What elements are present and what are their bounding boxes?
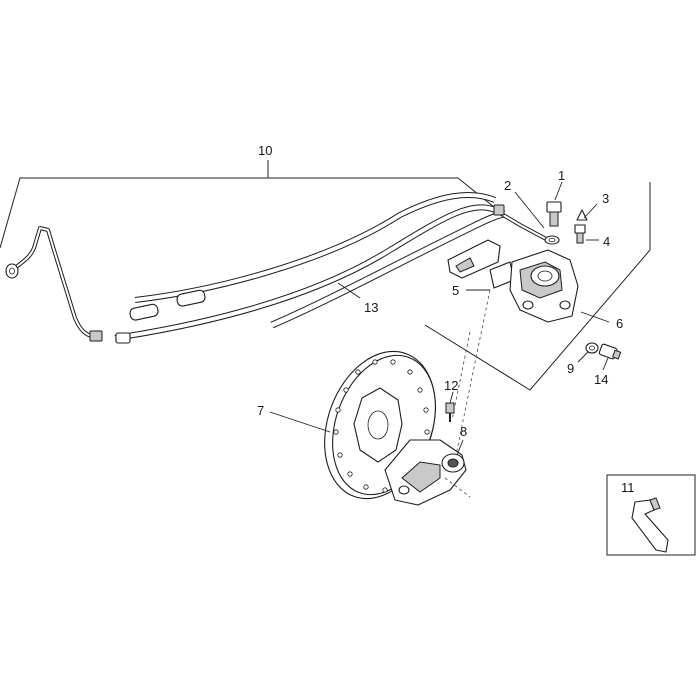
brake-caliper-part-6 <box>509 249 579 323</box>
callout-14: 14 <box>594 372 608 387</box>
callout-3: 3 <box>602 191 609 206</box>
washer-part-2 <box>544 235 560 245</box>
alignment-lines <box>444 289 491 498</box>
callout-11: 11 <box>621 480 635 495</box>
callout-12: 12 <box>444 378 458 393</box>
washer-part-9 <box>585 342 599 354</box>
disc-screw-part-12 <box>445 402 455 422</box>
hose-sleeve-b <box>176 289 206 307</box>
callout-6: 6 <box>616 316 623 331</box>
brake-pipe-part-10 <box>5 226 103 342</box>
callout-7: 7 <box>257 403 264 418</box>
banjo-bolt-part-1 <box>546 201 562 227</box>
callout-13: 13 <box>364 300 378 315</box>
bleed-cap-part-3 <box>576 209 588 221</box>
hose-ferrule-left <box>115 332 131 344</box>
bleed-valve-part-4 <box>574 224 586 244</box>
brake-pads-part-5 <box>447 239 515 289</box>
callout-5: 5 <box>452 283 459 298</box>
callout-labels: 1 2 3 4 5 6 7 8 9 10 11 12 13 14 <box>257 143 635 495</box>
callout-1: 1 <box>558 168 565 183</box>
callout-10: 10 <box>258 143 272 158</box>
callout-4: 4 <box>603 234 610 249</box>
bolt-part-14 <box>598 343 622 360</box>
callout-8: 8 <box>460 424 467 439</box>
caliper-bracket-part-8 <box>384 439 467 506</box>
brake-hose-part-13 <box>114 192 549 344</box>
leader-lines <box>269 181 610 456</box>
pipe-nut-shape <box>89 330 103 342</box>
hose-clip-part-11-inset <box>606 474 696 556</box>
callout-9: 9 <box>567 361 574 376</box>
hose-sleeve-a <box>129 303 159 321</box>
callout-2: 2 <box>504 178 511 193</box>
